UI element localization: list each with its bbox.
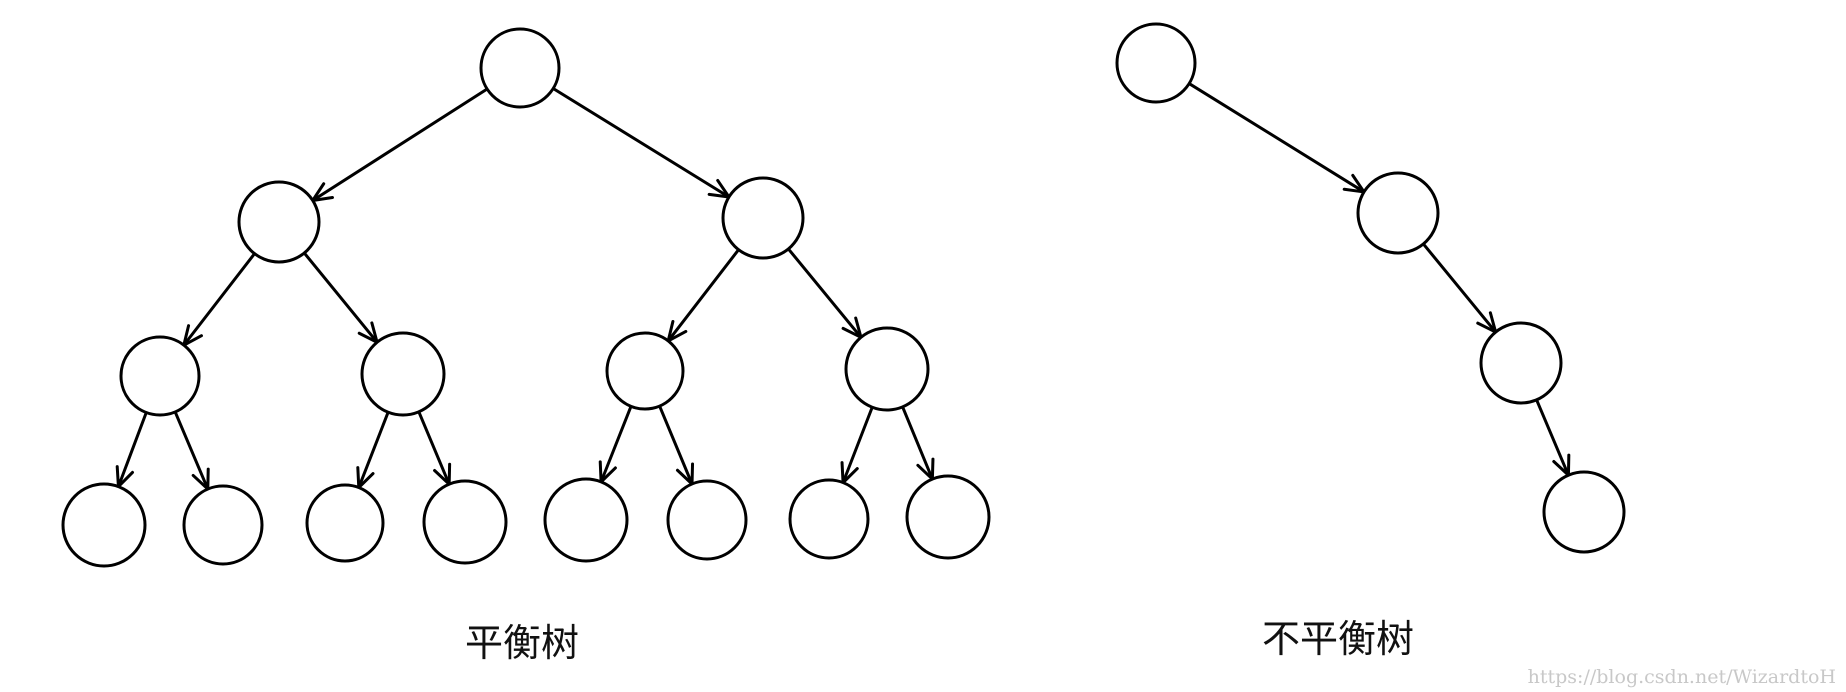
balanced-edge-ll-llr bbox=[173, 410, 210, 491]
balanced-node-l bbox=[237, 180, 321, 264]
balanced-node-r bbox=[721, 176, 805, 260]
balanced-edge-root-l bbox=[311, 87, 489, 202]
balanced-edge-rr-rrl bbox=[841, 405, 874, 485]
balanced-node-rr bbox=[844, 326, 930, 412]
balanced-node-root bbox=[479, 27, 561, 109]
balanced-edge-lr-lrl bbox=[357, 410, 390, 490]
balanced-arrowhead-r bbox=[707, 178, 731, 199]
balanced-node-rl bbox=[605, 331, 685, 411]
balanced-edge-rr-rrr bbox=[901, 405, 934, 481]
balanced-edge-ll-lll bbox=[116, 411, 148, 489]
unbalanced-tree bbox=[1115, 22, 1626, 554]
watermark-url: https://blog.csdn.net/WizardtoH bbox=[1527, 666, 1836, 688]
unbalanced-node-a bbox=[1115, 22, 1197, 104]
balanced-node-rll bbox=[543, 477, 629, 563]
balanced-edge-rl-rll bbox=[599, 404, 633, 484]
unbalanced-arrowhead-b bbox=[1342, 173, 1366, 194]
balanced-node-llr bbox=[182, 484, 264, 566]
balanced-edge-r-rr bbox=[786, 247, 863, 339]
balanced-node-lrr bbox=[422, 479, 508, 565]
unbalanced-edge-b-c bbox=[1421, 242, 1498, 334]
balanced-tree bbox=[61, 27, 991, 568]
balanced-edge-root-r bbox=[551, 86, 731, 199]
balanced-arrowhead-l bbox=[311, 182, 334, 202]
balanced-node-lll bbox=[61, 482, 147, 568]
unbalanced-node-c bbox=[1479, 321, 1563, 405]
unbalanced-node-b bbox=[1356, 171, 1440, 255]
balanced-edge-lr-lrr bbox=[417, 410, 451, 486]
balanced-node-rlr bbox=[666, 479, 748, 561]
unbalanced-tree-caption: 不平衡树 bbox=[1262, 617, 1415, 661]
balanced-node-rrr bbox=[905, 474, 991, 560]
balanced-node-rrl bbox=[788, 478, 870, 560]
balanced-edge-rl-rlr bbox=[658, 404, 694, 486]
unbalanced-edge-a-b bbox=[1187, 82, 1366, 194]
balanced-node-lr bbox=[360, 331, 446, 417]
balanced-node-lrl bbox=[305, 483, 385, 563]
unbalanced-node-d bbox=[1542, 470, 1626, 554]
balanced-node-ll bbox=[119, 335, 201, 417]
unbalanced-edge-c-d bbox=[1535, 398, 1570, 477]
balanced-edge-l-lr bbox=[302, 251, 379, 344]
balanced-tree-caption: 平衡树 bbox=[465, 621, 580, 665]
balanced-edge-l-ll bbox=[182, 252, 257, 347]
balanced-edge-r-rl bbox=[666, 248, 741, 343]
